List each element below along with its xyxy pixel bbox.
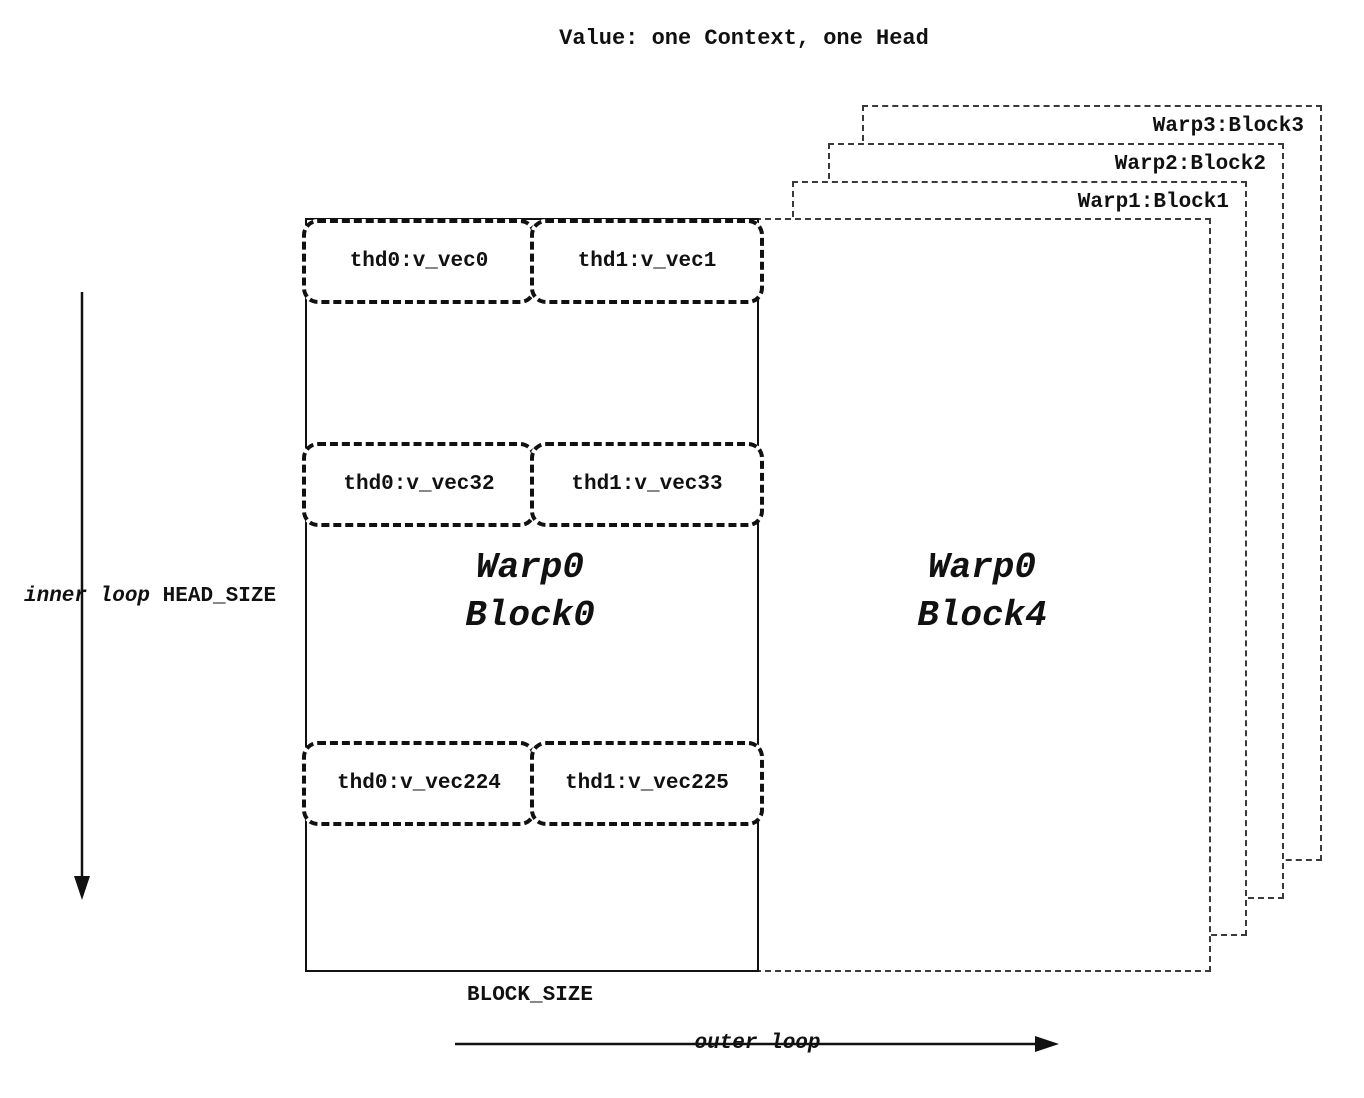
inner-loop-head-size-label: inner loop HEAD_SIZE <box>24 585 276 608</box>
warp0-block0-label-line2: Block0 <box>465 594 595 636</box>
warp-block-label: Warp1:Block1 <box>1077 191 1229 214</box>
thread-cell: thd0:v_vec32 <box>302 442 536 527</box>
inner-loop-arrow-down-icon <box>74 292 90 900</box>
outer-loop-label: outer loop <box>694 1032 821 1055</box>
warp-block-label: Warp3:Block3 <box>1152 115 1304 138</box>
thread-cell: thd1:v_vec33 <box>530 442 764 527</box>
block-size-label: BLOCK_SIZE <box>466 984 594 1007</box>
thread-cell: thd0:v_vec224 <box>302 741 536 826</box>
warp0-block0-label-line1: Warp0 <box>475 547 585 588</box>
warp-block-label: Warp2:Block2 <box>1114 153 1266 176</box>
thread-cell: thd1:v_vec1 <box>530 219 764 304</box>
thread-cell: thd0:v_vec0 <box>302 219 536 304</box>
block-warp0-block4 <box>755 218 1211 972</box>
head-size-text: HEAD_SIZE <box>162 585 277 608</box>
inner-loop-text: inner loop <box>24 585 151 608</box>
block-warp0-block0 <box>305 218 759 972</box>
outer-loop-arrow-right-icon <box>455 1036 1059 1052</box>
thread-cell: thd1:v_vec225 <box>530 741 764 826</box>
warp0-block0-label: Warp0 Block0 <box>305 544 755 639</box>
diagram-title: Value: one Context, one Head <box>559 26 929 51</box>
warp0-block4-label: Warp0 Block4 <box>757 544 1207 639</box>
warp0-block4-label-line1: Warp0 <box>927 547 1037 588</box>
warp0-block4-label-line2: Block4 <box>917 594 1047 636</box>
